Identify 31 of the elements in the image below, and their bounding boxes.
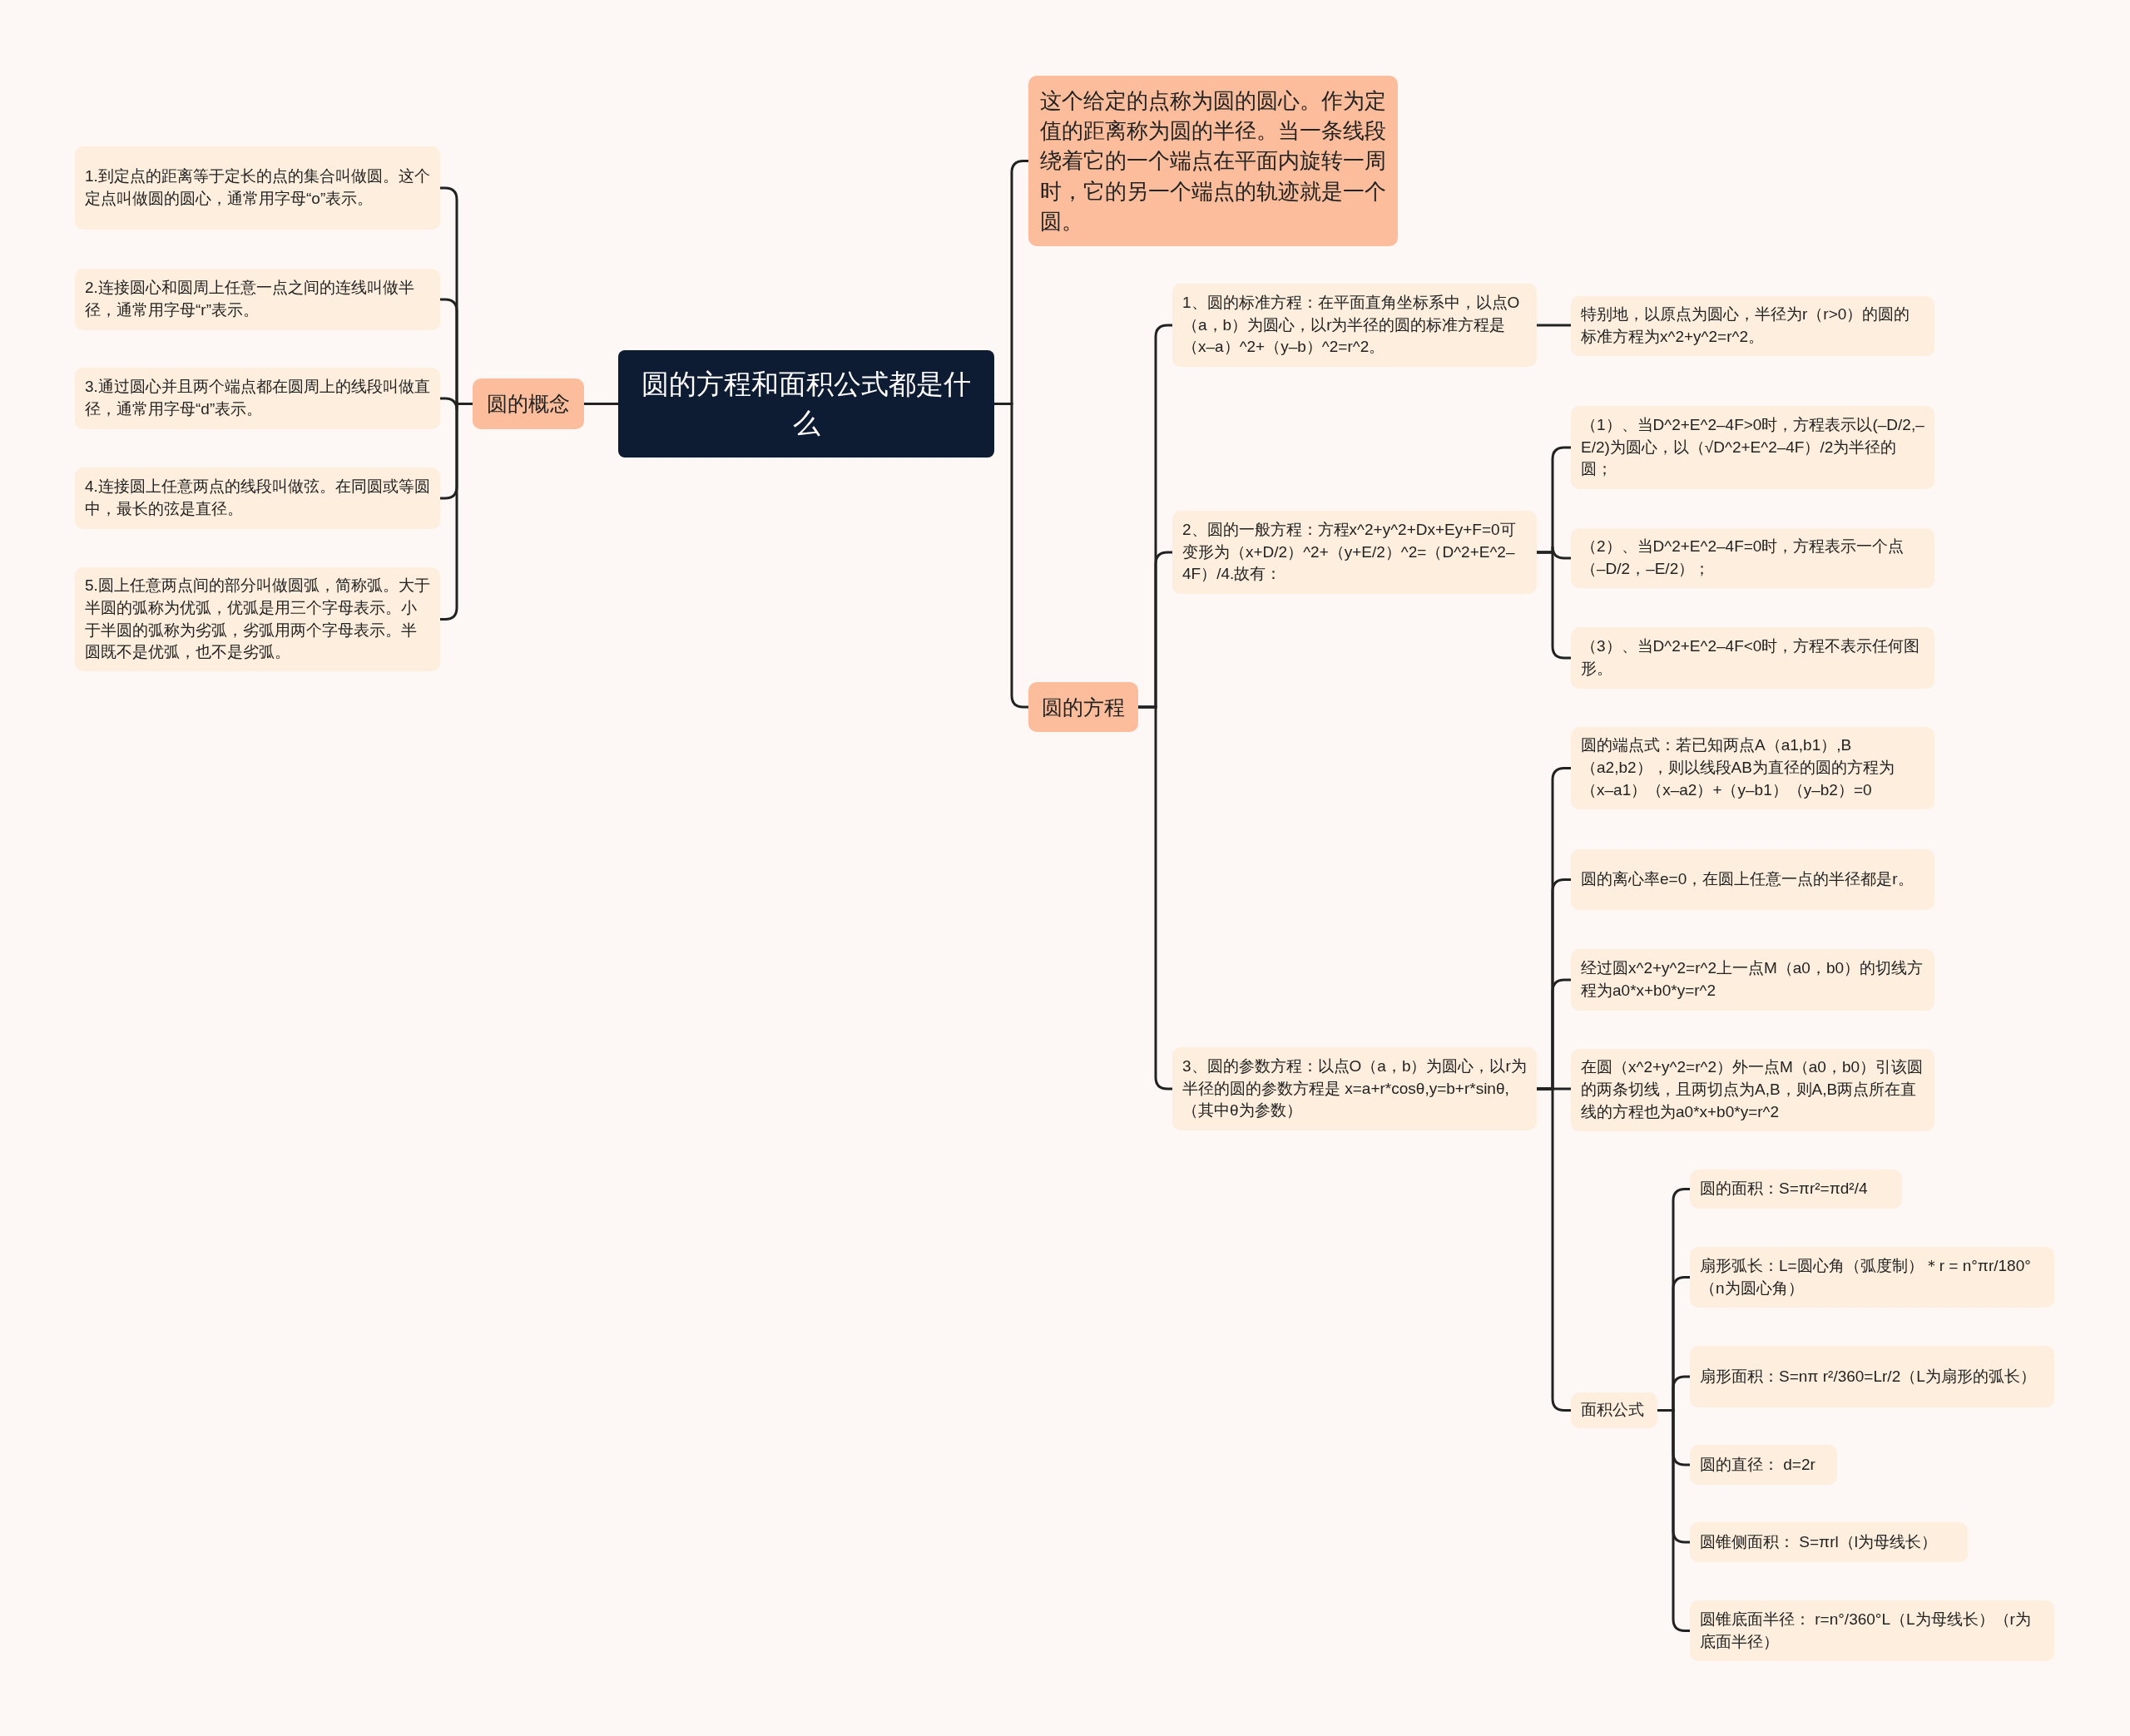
topic-box: 圆的概念 (473, 378, 584, 429)
note-box: 圆的离心率e=0，在圆上任意一点的半径都是r。 (1571, 849, 1934, 910)
note-box: 3、圆的参数方程：以点O（a，b）为圆心，以r为半径的圆的参数方程是 x=a+r*cosθ,y=b+r*sinθ,（其中θ为参数） (1172, 1047, 1537, 1130)
note-box: 圆的直径： d=2r (1690, 1445, 1837, 1485)
note-box: 2、圆的一般方程：方程x^2+y^2+Dx+Ey+F=0可变形为（x+D/2）^2+（y+E/2）^2=（D^2+E^2–4F）/4.故有： (1172, 511, 1537, 594)
note-box: 经过圆x^2+y^2=r^2上一点M（a0，b0）的切线方程为a0*x+b0*y=r^2 (1571, 949, 1934, 1011)
note-box: 圆锥底面半径： r=n°/360°L（L为母线长）（r为底面半径） (1690, 1600, 2054, 1661)
note-box: 1、圆的标准方程：在平面直角坐标系中，以点O（a，b）为圆心，以r为半径的圆的标准方程是（x–a）^2+（y–b）^2=r^2。 (1172, 284, 1537, 367)
note-box: 圆的面积：S=πr²=πd²/4 (1690, 1170, 1902, 1209)
note-box: 3.通过圆心并且两个端点都在圆周上的线段叫做直径，通常用字母“d”表示。 (75, 368, 440, 429)
note-box: 在圆（x^2+y^2=r^2）外一点M（a0，b0）引该圆的两条切线，且两切点为A,B，则A,B两点所在直线的方程也为a0*x+b0*y=r^2 (1571, 1049, 1934, 1131)
note-box: 5.圆上任意两点间的部分叫做圆弧，简称弧。大于半圆的弧称为优弧，优弧是用三个字母表示。小于半圆的弧称为劣弧，劣弧用两个字母表示。半圆既不是优弧，也不是劣弧。 (75, 567, 440, 671)
note-box: （3）、当D^2+E^2–4F<0时，方程不表示任何图形。 (1571, 627, 1934, 689)
note-box: 1.到定点的距离等于定长的点的集合叫做圆。这个定点叫做圆的圆心，通常用字母“o”表示。 (75, 146, 440, 230)
connector-line (1537, 551, 1571, 660)
note-box: 圆锥侧面积： S=πrl（l为母线长） (1690, 1522, 1968, 1562)
note-box: 特别地，以原点为圆心，半径为r（r>0）的圆的标准方程为x^2+y^2=r^2。 (1571, 296, 1934, 356)
topic-box: 圆的方程 (1028, 682, 1138, 732)
root-topic-box: 圆的方程和面积公式都是什么 (618, 350, 994, 457)
note-box: 4.连接圆上任意两点的线段叫做弦。在同圆或等圆中，最长的弦是直径。 (75, 467, 440, 529)
topic-box: 这个给定的点称为圆的圆心。作为定值的距离称为圆的半径。当一条线段绕着它的一个端点在平面内旋转一周时，它的另一个端点的轨迹就是一个圆。 (1028, 76, 1398, 246)
connector-line (1537, 324, 1571, 327)
note-box: 圆的端点式：若已知两点A（a1,b1）,B（a2,b2），则以线段AB为直径的圆的方程为（x–a1）（x–a2）+（y–b1）（y–b2）=0 (1571, 727, 1934, 809)
connector-line (1537, 1087, 1571, 1412)
note-box: 2.连接圆心和圆周上任意一点之间的连线叫做半径，通常用字母“r”表示。 (75, 269, 440, 330)
note-box: （1）、当D^2+E^2–4F>0时，方程表示以(–D/2,–E/2)为圆心，以（√D^2+E^2–4F）/2为半径的圆； (1571, 406, 1934, 489)
note-box: 扇形面积：S=nπ r²/360=Lr/2（L为扇形的弧长） (1690, 1346, 2054, 1407)
note-box: 扇形弧长：L=圆心角（弧度制）＊r = n°πr/180°（n为圆心角） (1690, 1247, 2054, 1308)
note-box: （2）、当D^2+E^2–4F=0时，方程表示一个点（–D/2，–E/2）； (1571, 528, 1934, 588)
note-box: 面积公式 (1571, 1392, 1657, 1428)
connector-line (584, 403, 618, 405)
